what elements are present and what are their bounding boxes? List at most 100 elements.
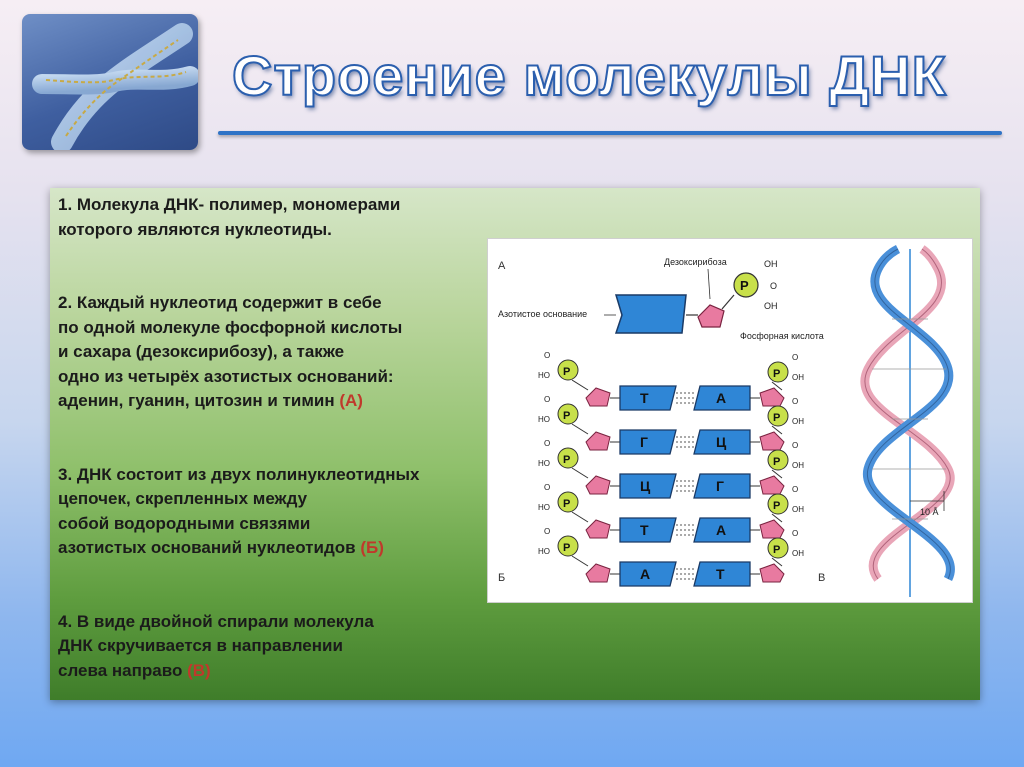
sugar-shape: [697, 304, 725, 328]
phosphate-left: [557, 447, 579, 469]
phosphate-right-label: P: [773, 456, 780, 468]
o-right-label: O: [792, 529, 798, 538]
sugar-right: [759, 519, 785, 539]
base-pair-row: P HO O А Т P OH O: [538, 527, 804, 587]
o-right-label: O: [792, 485, 798, 494]
sugar-right: [759, 387, 785, 407]
sugar-left: [585, 431, 611, 451]
ho-label: HO: [538, 459, 550, 468]
base-right: [693, 561, 751, 587]
phosphate-left: [557, 491, 579, 513]
base-pair-row: P HO O Т А P OH O: [538, 483, 804, 543]
oh-label: OH: [792, 373, 804, 382]
oh-label: OH: [792, 505, 804, 514]
sugar-right: [759, 431, 785, 451]
phosphate-right: [767, 449, 789, 471]
o-right-label: O: [792, 353, 798, 362]
o-label: O: [544, 527, 550, 536]
phosphoric-label: Фосфорная кислота: [740, 331, 824, 341]
phosphate-left: [557, 535, 579, 557]
ho-label: HO: [538, 371, 550, 380]
oh-label: OH: [792, 417, 804, 426]
phosphate-right: [767, 493, 789, 515]
o-label: O: [544, 483, 550, 492]
sugar-right: [759, 475, 785, 495]
chromosome-image: [22, 14, 198, 150]
ho-label: HO: [538, 547, 550, 556]
sugar-left: [585, 387, 611, 407]
base-left: [619, 561, 677, 587]
phosphate-right: [767, 537, 789, 559]
figure-label-b: Б: [498, 572, 505, 584]
base-label: Азотистое основание: [498, 309, 587, 319]
paragraph-1: 1. Молекула ДНК- полимер, мономерами кот…: [58, 195, 401, 239]
base-right: [693, 473, 751, 499]
phosphate-right-label: P: [773, 544, 780, 556]
figure-label-v: В: [818, 572, 825, 584]
o-right-label: O: [792, 397, 798, 406]
figure-label-a: А: [498, 260, 506, 272]
base-right-letter: А: [716, 390, 726, 406]
phosphate-left-label: P: [563, 542, 570, 554]
double-helix: 10 Å: [860, 244, 955, 597]
phosphate-left: [557, 359, 579, 381]
ho-label: HO: [538, 415, 550, 424]
base-right: [693, 517, 751, 543]
sugar-left: [585, 563, 611, 583]
text-block: 1. Молекула ДНК- полимер, мономерами кот…: [58, 193, 528, 683]
oh-label: OH: [792, 549, 804, 558]
base-left-letter: Г: [640, 434, 648, 450]
phosphate-right-label: P: [773, 500, 780, 512]
base-right: [693, 385, 751, 411]
sugar-left: [585, 475, 611, 495]
base-left: [619, 517, 677, 543]
phosphate-circle: [733, 272, 759, 298]
phosphate-left-label: P: [563, 410, 570, 422]
title-underline: [218, 131, 1002, 135]
base-right: [693, 429, 751, 455]
base-pair-row: P HO O Ц Г P OH O: [538, 439, 804, 499]
svg-text:OH: OH: [764, 301, 778, 311]
phosphate-right: [767, 405, 789, 427]
o-label: O: [544, 395, 550, 404]
phosphate-right-label: P: [773, 412, 780, 424]
base-right-letter: Ц: [716, 434, 727, 450]
base-pair-row: P HO O Г Ц P OH O: [538, 395, 804, 455]
paragraph-3: 3. ДНК состоит из двух полинуклеотидных …: [58, 464, 420, 558]
deoxyribose-label: Дезоксирибоза: [664, 257, 727, 267]
base-left: [619, 473, 677, 499]
phosphate-right: [767, 361, 789, 383]
distance-label: 10 Å: [920, 507, 939, 517]
phosphate-left-label: P: [563, 454, 570, 466]
phosphate-left-label: P: [563, 498, 570, 510]
base-shape: [614, 294, 687, 334]
base-left-letter: Т: [640, 522, 649, 538]
base-left-letter: А: [640, 566, 650, 582]
svg-text:P: P: [740, 278, 749, 293]
oh-label: OH: [792, 461, 804, 470]
page-title: Строение молекулы ДНК: [231, 44, 947, 107]
paragraph-4: 4. В виде двойной спирали молекула ДНК с…: [58, 611, 374, 680]
sugar-right: [759, 563, 785, 583]
o-label: O: [544, 351, 550, 360]
o-right-label: O: [792, 441, 798, 450]
base-left-letter: Т: [640, 390, 649, 406]
phosphate-left: [557, 403, 579, 425]
base-left: [619, 385, 677, 411]
base-right-letter: Г: [716, 478, 724, 494]
paragraph-2: 2. Каждый нуклеотид содержит в себе по о…: [58, 293, 403, 410]
base-right-letter: Т: [716, 566, 725, 582]
sugar-left: [585, 519, 611, 539]
svg-text:OH: OH: [764, 259, 778, 269]
base-left-letter: Ц: [640, 478, 651, 494]
phosphate-right-label: P: [773, 368, 780, 380]
ho-label: HO: [538, 503, 550, 512]
dna-figure: А Дезоксирибоза Азотистое основание P OH…: [487, 238, 973, 603]
phosphate-left-label: P: [563, 366, 570, 378]
svg-text:O: O: [770, 281, 777, 291]
base-left: [619, 429, 677, 455]
o-label: O: [544, 439, 550, 448]
base-right-letter: А: [716, 522, 726, 538]
base-pair-row: P HO O Т А P OH O: [538, 351, 804, 411]
